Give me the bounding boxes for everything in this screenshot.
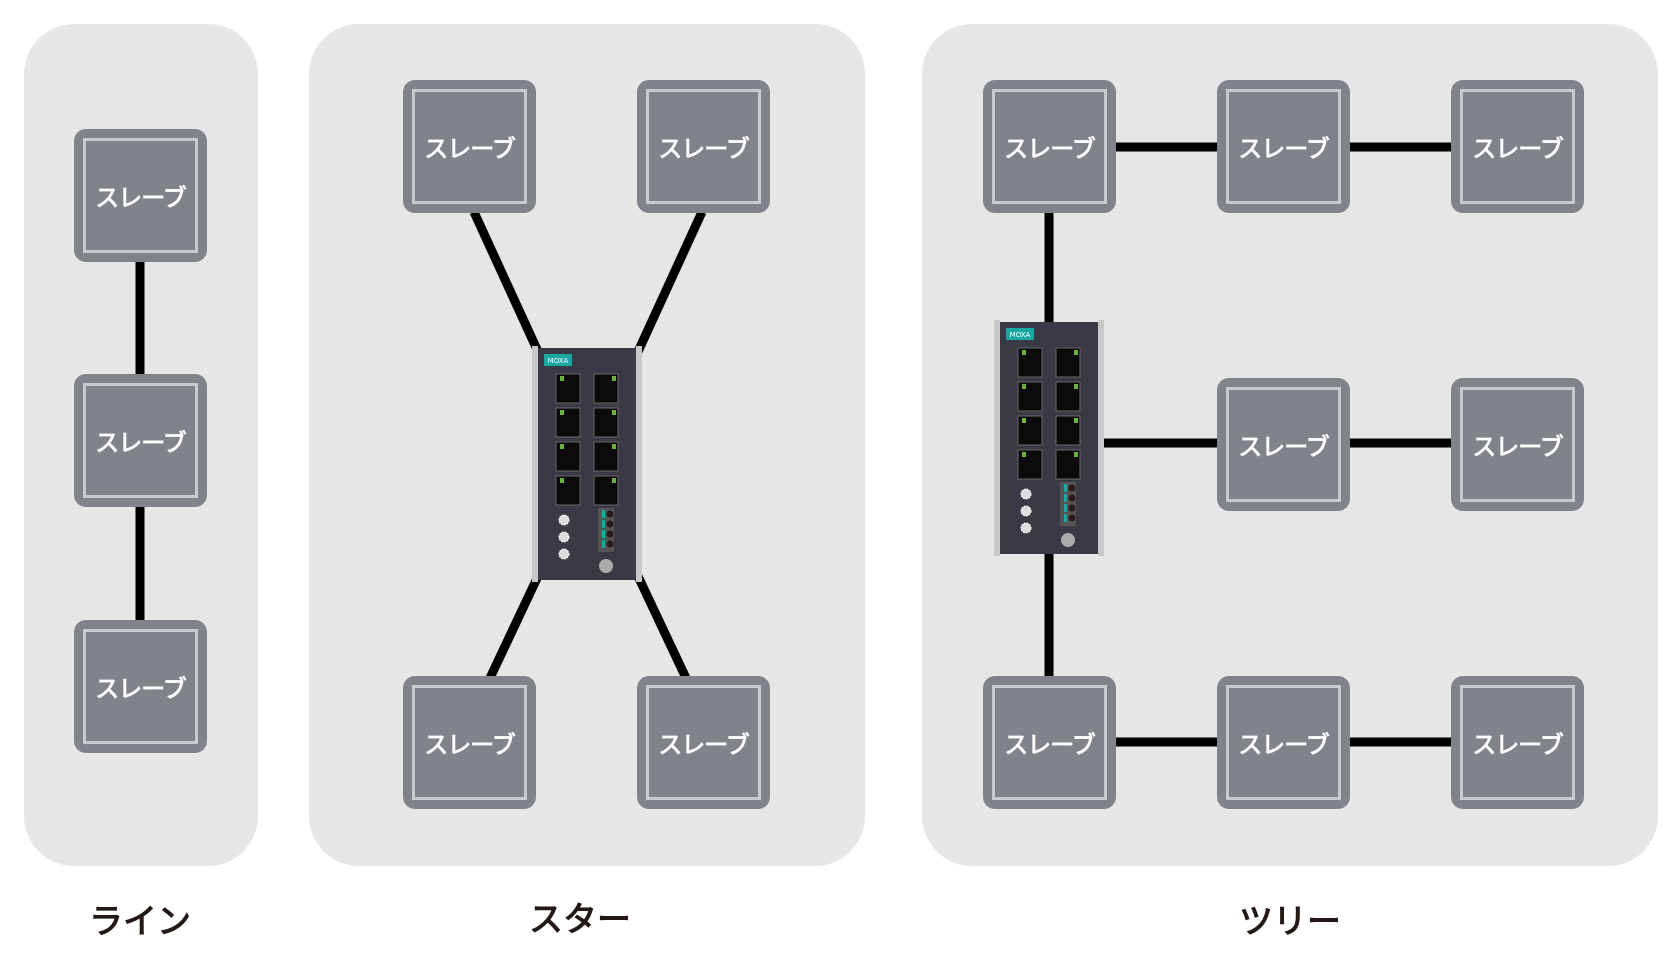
reset-button: [1061, 533, 1075, 547]
status-led: [1064, 494, 1067, 502]
status-led: [602, 540, 605, 548]
port-led: [1074, 384, 1078, 389]
slave-node: スレーブ: [1217, 378, 1350, 511]
ethernet-port: [555, 407, 581, 438]
slave-label: スレーブ: [658, 135, 750, 163]
slave-node: スレーブ: [74, 374, 207, 507]
ethernet-port: [555, 373, 581, 404]
rotary-switch: [558, 548, 570, 560]
slave-label: スレーブ: [95, 184, 187, 212]
port-led: [1074, 452, 1078, 457]
port-led: [560, 410, 564, 415]
ethernet-port: [1017, 449, 1043, 480]
slave-node: スレーブ: [403, 80, 536, 213]
reset-button: [599, 559, 613, 573]
link: [631, 570, 691, 680]
status-light: [1068, 484, 1076, 492]
port-led: [612, 410, 616, 415]
slave-label: スレーブ: [1004, 731, 1096, 759]
port-led: [612, 444, 616, 449]
status-light: [606, 510, 614, 518]
slave-node: スレーブ: [74, 129, 207, 262]
din-rail-left: [994, 320, 1000, 556]
ethernet-port: [555, 441, 581, 472]
line-topology-label: ライン: [89, 902, 191, 942]
slave-node: スレーブ: [637, 80, 770, 213]
status-led: [602, 520, 605, 528]
slave-label: スレーブ: [424, 135, 516, 163]
ethernet-port: [1017, 347, 1043, 378]
port-led: [1022, 384, 1026, 389]
link: [485, 570, 545, 680]
din-rail-right: [1098, 320, 1104, 556]
slave-node: スレーブ: [983, 676, 1116, 809]
brand-logo: [544, 354, 572, 366]
brand-logo: [1006, 328, 1034, 340]
slave-label: スレーブ: [1472, 731, 1564, 759]
slave-label: スレーブ: [1472, 433, 1564, 461]
status-light: [1068, 504, 1076, 512]
switch-device: MOXA: [532, 346, 642, 582]
rotary-switch: [1020, 505, 1032, 517]
rotary-switch: [558, 531, 570, 543]
slave-node: スレーブ: [983, 80, 1116, 213]
slave-node: スレーブ: [1217, 676, 1350, 809]
rotary-switch: [558, 514, 570, 526]
slave-node: スレーブ: [403, 676, 536, 809]
status-light: [1068, 514, 1076, 522]
link: [469, 210, 545, 358]
port-led: [1074, 350, 1078, 355]
link: [631, 210, 707, 358]
switch-body: [1000, 322, 1098, 554]
port-led: [560, 478, 564, 483]
status-light: [1068, 494, 1076, 502]
rotary-switch: [1020, 522, 1032, 534]
status-light: [606, 520, 614, 528]
slave-label: スレーブ: [1238, 135, 1330, 163]
slave-node: スレーブ: [1451, 378, 1584, 511]
rotary-switch: [1020, 488, 1032, 500]
status-led: [602, 530, 605, 538]
status-light: [606, 540, 614, 548]
ethernet-port: [1017, 415, 1043, 446]
tree-topology-label: ツリー: [1239, 902, 1341, 942]
star-topology-label: スター: [529, 900, 631, 940]
status-led: [1064, 514, 1067, 522]
port-led: [1022, 350, 1026, 355]
slave-label: スレーブ: [1004, 135, 1096, 163]
port-led: [612, 376, 616, 381]
slave-label: スレーブ: [658, 731, 750, 759]
slave-label: スレーブ: [95, 675, 187, 703]
slave-label: スレーブ: [1238, 433, 1330, 461]
port-led: [1022, 418, 1026, 423]
slave-label: スレーブ: [424, 731, 516, 759]
status-led: [602, 510, 605, 518]
slave-label: スレーブ: [1472, 135, 1564, 163]
switch-body: [538, 348, 636, 580]
port-led: [612, 478, 616, 483]
slave-node: スレーブ: [637, 676, 770, 809]
slave-label: スレーブ: [1238, 731, 1330, 759]
brand-text: MOXA: [1010, 331, 1031, 339]
port-led: [1022, 452, 1026, 457]
status-light: [606, 530, 614, 538]
switch-device: MOXA: [994, 320, 1104, 556]
ethernet-port: [1017, 381, 1043, 412]
slave-node: スレーブ: [1217, 80, 1350, 213]
port-led: [560, 444, 564, 449]
brand-text: MOXA: [548, 357, 569, 365]
slave-node: スレーブ: [74, 620, 207, 753]
port-led: [560, 376, 564, 381]
port-led: [1074, 418, 1078, 423]
status-led: [1064, 484, 1067, 492]
status-led: [1064, 504, 1067, 512]
ethernet-port: [555, 475, 581, 506]
slave-node: スレーブ: [1451, 676, 1584, 809]
slave-node: スレーブ: [1451, 80, 1584, 213]
din-rail-left: [532, 346, 538, 582]
slave-label: スレーブ: [95, 429, 187, 457]
din-rail-right: [636, 346, 642, 582]
